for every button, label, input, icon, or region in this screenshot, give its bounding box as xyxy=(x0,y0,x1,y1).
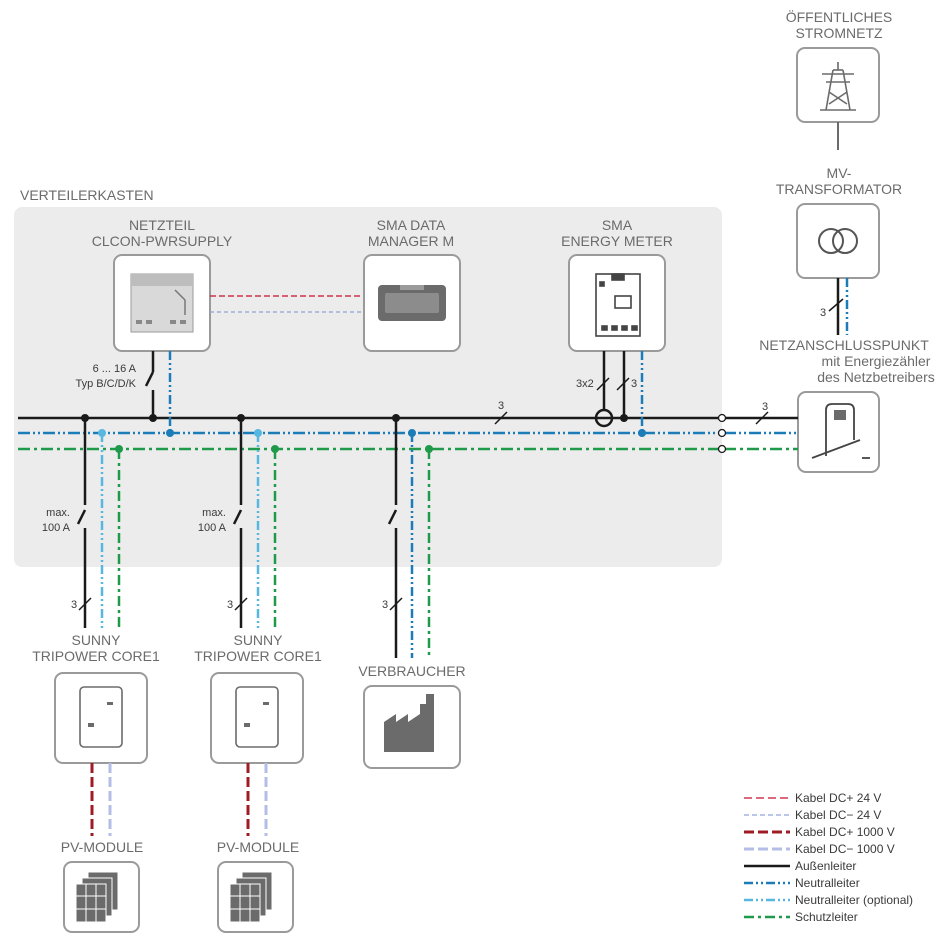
ncp-label-3: des Netzbetreibers xyxy=(817,369,935,385)
breaker-psu-label-2: Typ B/C/D/K xyxy=(75,378,136,390)
legend: Kabel DC+ 24 V Kabel DC− 24 V Kabel DC+ … xyxy=(744,791,913,924)
cabinet-label: VERTEILERKASTEN xyxy=(20,187,154,203)
data-manager-box xyxy=(363,254,461,352)
breaker-inv2-label-2: 100 A xyxy=(198,522,227,534)
inv2-label-2: TRIPOWER CORE1 xyxy=(194,648,322,664)
grid-label-1: ÖFFENTLICHES xyxy=(786,8,893,25)
mv-transformer-box xyxy=(796,203,880,279)
breaker-inv2-label-1: max. xyxy=(202,507,226,519)
em-label-1: SMA xyxy=(602,217,633,233)
grid-label-2: STROMNETZ xyxy=(795,25,883,41)
legend-item-label: Kabel DC− 1000 V xyxy=(795,842,895,856)
pv1-label: PV-MODULE xyxy=(61,839,143,855)
factory-icon xyxy=(384,694,434,752)
inverter-2-box xyxy=(210,672,304,764)
legend-item-label: Neutralleiter (optional) xyxy=(795,893,913,907)
dm-label-1: SMA DATA xyxy=(377,217,446,233)
utility-meter-box xyxy=(797,391,880,473)
legend-item-label: Neutralleiter xyxy=(795,876,860,890)
count-em-b: 3 xyxy=(631,378,637,390)
ncp-label-1: NETZANSCHLUSSPUNKT xyxy=(759,337,929,353)
inverter-icon xyxy=(235,686,279,748)
energy-meter-icon xyxy=(595,273,641,337)
legend-item-label: Kabel DC− 24 V xyxy=(795,808,881,822)
legend-item-label: Kabel DC+ 1000 V xyxy=(795,825,895,839)
count-em-a: 3x2 xyxy=(576,378,594,390)
pv2-label: PV-MODULE xyxy=(217,839,299,855)
legend-item-label: Kabel DC+ 24 V xyxy=(795,791,881,805)
consumer-box xyxy=(363,685,461,769)
pv-module-2-box xyxy=(217,861,294,933)
count-mv: 3 xyxy=(820,307,826,319)
dm-label-2: MANAGER M xyxy=(368,233,454,249)
inverter-icon xyxy=(79,686,123,748)
count-ncp: 3 xyxy=(762,401,768,413)
inv1-label-2: TRIPOWER CORE1 xyxy=(32,648,160,664)
power-supply-icon xyxy=(130,273,194,333)
data-manager-icon xyxy=(378,285,446,321)
breaker-psu-label-1: 6 ... 16 A xyxy=(93,363,137,375)
ncp-label-2: mit Energiezähler xyxy=(822,353,931,369)
pv-module-1-box xyxy=(63,861,140,933)
pv-module-icon xyxy=(75,871,119,923)
consumer-label: VERBRAUCHER xyxy=(358,663,465,679)
legend-item-label: Schutzleiter xyxy=(795,910,858,924)
inv2-label-1: SUNNY xyxy=(233,632,283,648)
legend-item-label: Außenleiter xyxy=(795,859,856,873)
inverter-1-box xyxy=(54,672,148,764)
mv-label-1: MV- xyxy=(827,165,852,181)
psu-label-1: NETZTEIL xyxy=(129,217,195,233)
inv1-label-1: SUNNY xyxy=(71,632,121,648)
breaker-inv1-label-2: 100 A xyxy=(42,522,71,534)
transformer-icon xyxy=(818,228,858,254)
power-pylon-icon xyxy=(820,62,856,111)
pv-module-icon xyxy=(229,871,273,923)
count-inv1: 3 xyxy=(71,599,77,611)
count-consumer: 3 xyxy=(382,599,388,611)
mv-label-2: TRANSFORMATOR xyxy=(776,181,902,197)
energy-meter-box xyxy=(568,254,666,352)
count-bus: 3 xyxy=(498,400,504,412)
em-label-2: ENERGY METER xyxy=(561,233,673,249)
public-grid-box xyxy=(796,47,880,123)
power-supply-box xyxy=(113,254,211,352)
count-inv2: 3 xyxy=(227,599,233,611)
psu-label-2: CLCON-PWRSUPPLY xyxy=(92,233,233,249)
utility-meter-icon xyxy=(811,403,870,459)
breaker-inv1-label-1: max. xyxy=(46,507,70,519)
